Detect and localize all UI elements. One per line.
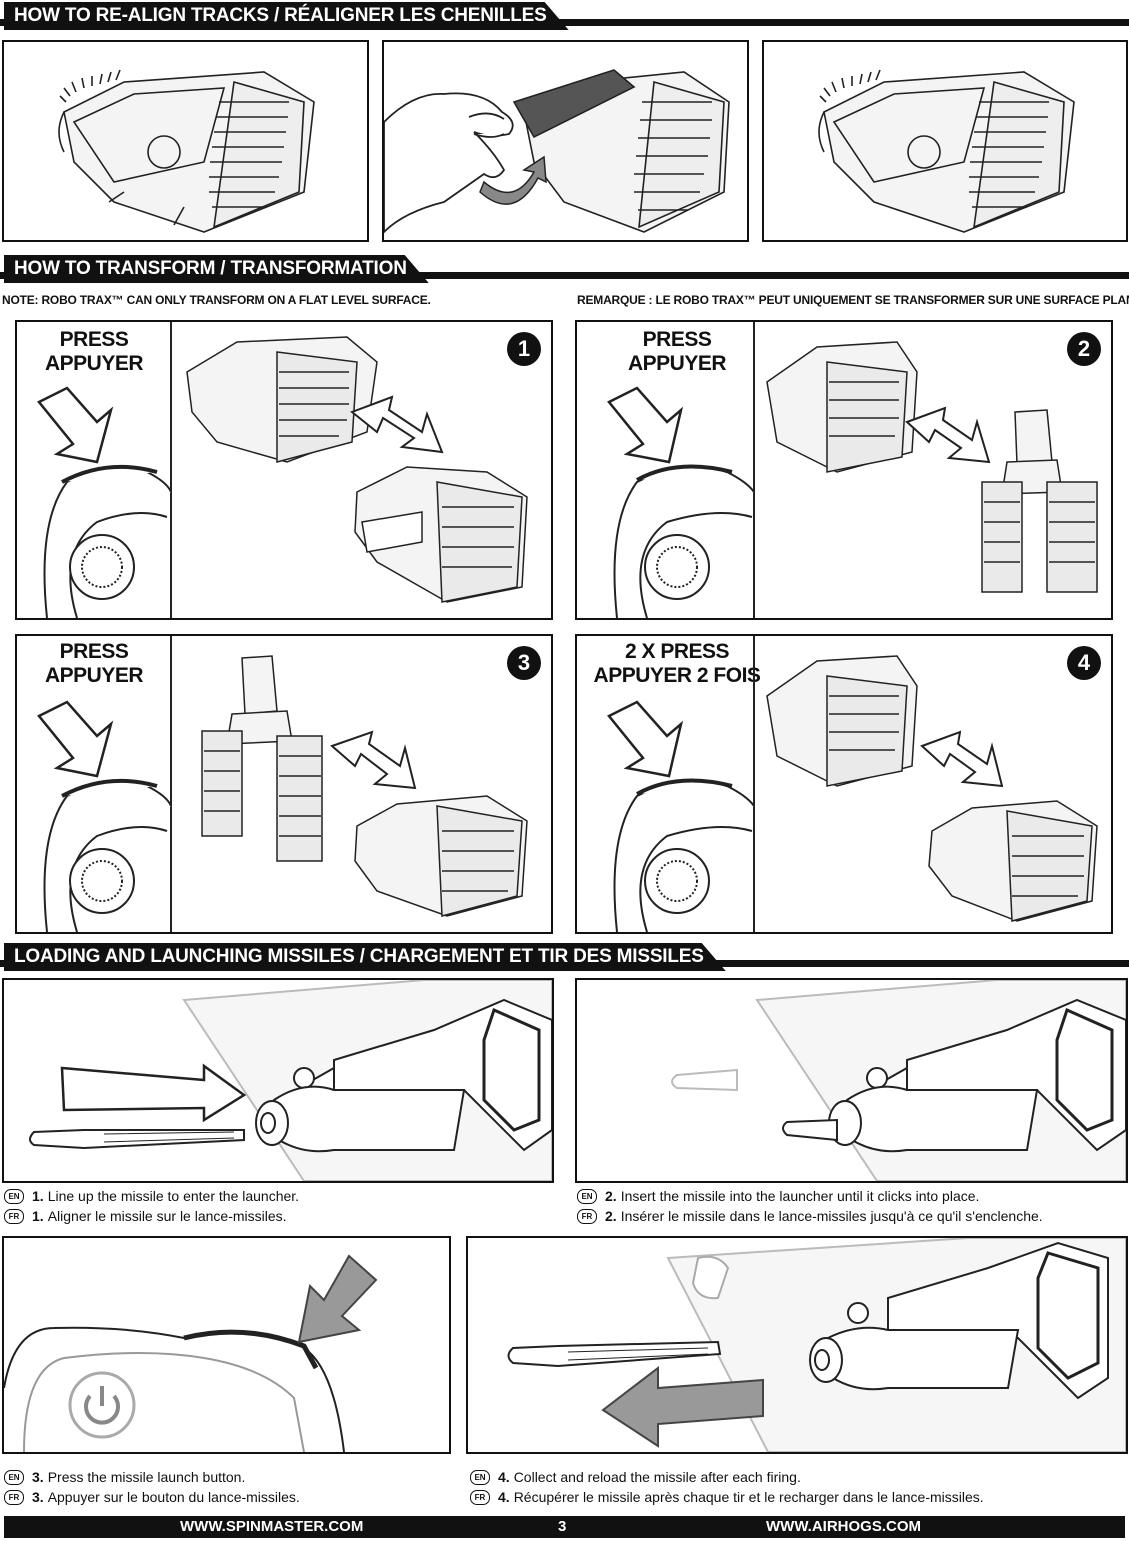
lang-badge-fr: FR xyxy=(4,1208,24,1224)
curved-arrow-icon xyxy=(479,155,547,205)
tank-icon xyxy=(186,336,378,463)
lang-badge-en: EN xyxy=(577,1188,597,1204)
lang-badge-en: EN xyxy=(4,1469,24,1485)
controller-icon xyxy=(43,464,172,618)
robot-icon xyxy=(201,655,323,862)
launcher-icon xyxy=(671,980,1126,1181)
controller-icon xyxy=(613,778,755,932)
tank-icon xyxy=(928,800,1098,922)
section-title-transform: HOW TO TRANSFORM / TRANSFORMATION xyxy=(4,255,429,283)
curved-arrow-icon xyxy=(601,1365,764,1448)
note-fr: REMARQUE : LE ROBO TRAX™ PEUT UNIQUEMENT… xyxy=(577,293,1129,307)
missile-panel-1 xyxy=(2,978,554,1183)
curved-arrow-icon xyxy=(60,1063,247,1123)
tracks-panel-1 xyxy=(2,40,369,242)
section-title-tracks: HOW TO RE-ALIGN TRACKS / RÉALIGNER LES C… xyxy=(4,2,569,30)
controller-icon xyxy=(613,464,755,618)
power-button-icon xyxy=(68,1371,136,1439)
robot-icon xyxy=(981,409,1098,593)
step-number-badge: 1 xyxy=(507,332,541,366)
curved-arrow-icon xyxy=(905,406,991,464)
hand-icon xyxy=(384,92,514,234)
footer-link-spinmaster[interactable]: WWW.SPINMASTER.COM xyxy=(180,1518,364,1535)
press-label: PRESS APPUYER xyxy=(627,328,727,375)
tank-icon xyxy=(354,795,528,917)
press-arrow-icon xyxy=(297,1254,378,1344)
tank-icon xyxy=(512,69,730,233)
footer-bar: WWW.SPINMASTER.COM 3 WWW.AIRHOGS.COM xyxy=(4,1516,1125,1538)
lang-badge-fr: FR xyxy=(470,1489,490,1505)
header-rule xyxy=(0,19,1129,26)
tank-icon xyxy=(766,341,918,473)
lang-badge-en: EN xyxy=(470,1469,490,1485)
transform-step-4: 2 X PRESS APPUYER 2 FOIS 4 xyxy=(575,634,1113,934)
press-label: PRESS APPUYER xyxy=(44,328,144,375)
controller-icon xyxy=(43,778,172,932)
lang-badge-en: EN xyxy=(4,1188,24,1204)
footer-link-airhogs[interactable]: WWW.AIRHOGS.COM xyxy=(766,1518,921,1535)
transform-step-1: PRESS APPUYER 1 xyxy=(15,320,553,620)
tank-icon xyxy=(818,69,1075,233)
page-number: 3 xyxy=(558,1518,567,1535)
note-en: NOTE: ROBO TRAX™ CAN ONLY TRANSFORM ON A… xyxy=(2,293,431,307)
transform-step-2: PRESS APPUYER 2 xyxy=(575,320,1113,620)
section-header-missiles: LOADING AND LAUNCHING MISSILES / CHARGEM… xyxy=(0,943,1129,971)
section-header-tracks: HOW TO RE-ALIGN TRACKS / RÉALIGNER LES C… xyxy=(0,2,1129,30)
tank-icon xyxy=(354,466,528,603)
missile-icon xyxy=(782,1118,838,1142)
press-label: 2 X PRESS APPUYER 2 FOIS xyxy=(593,640,761,687)
press-arrow-icon xyxy=(607,386,684,464)
missile-panel-3 xyxy=(2,1236,451,1454)
controller-icon xyxy=(4,1326,345,1452)
tracks-panel-3 xyxy=(762,40,1128,242)
missile-icon xyxy=(507,1340,722,1368)
launcher-icon xyxy=(666,1238,1126,1452)
press-label: PRESS APPUYER xyxy=(44,640,144,687)
step-number-badge: 4 xyxy=(1067,646,1101,680)
step-number-badge: 2 xyxy=(1067,332,1101,366)
step-number-badge: 3 xyxy=(507,646,541,680)
curved-arrow-icon xyxy=(330,730,417,790)
lang-badge-fr: FR xyxy=(4,1489,24,1505)
missile-icon xyxy=(29,1129,245,1150)
launcher-icon xyxy=(182,980,552,1181)
tracks-panel-2 xyxy=(382,40,749,242)
tank-icon xyxy=(766,655,918,787)
transform-step-3: PRESS APPUYER 3 xyxy=(15,634,553,934)
section-header-transform: HOW TO TRANSFORM / TRANSFORMATION xyxy=(0,255,1129,283)
missile-panel-2 xyxy=(575,978,1128,1183)
tank-icon xyxy=(58,69,315,233)
lang-badge-fr: FR xyxy=(577,1208,597,1224)
curved-arrow-icon xyxy=(350,395,444,454)
curved-arrow-icon xyxy=(920,730,1004,788)
press-arrow-icon xyxy=(607,700,684,778)
press-arrow-icon xyxy=(37,700,114,778)
section-title-missiles: LOADING AND LAUNCHING MISSILES / CHARGEM… xyxy=(4,943,726,971)
header-rule xyxy=(0,272,1129,279)
press-arrow-icon xyxy=(37,386,114,464)
missile-panel-4 xyxy=(466,1236,1128,1454)
